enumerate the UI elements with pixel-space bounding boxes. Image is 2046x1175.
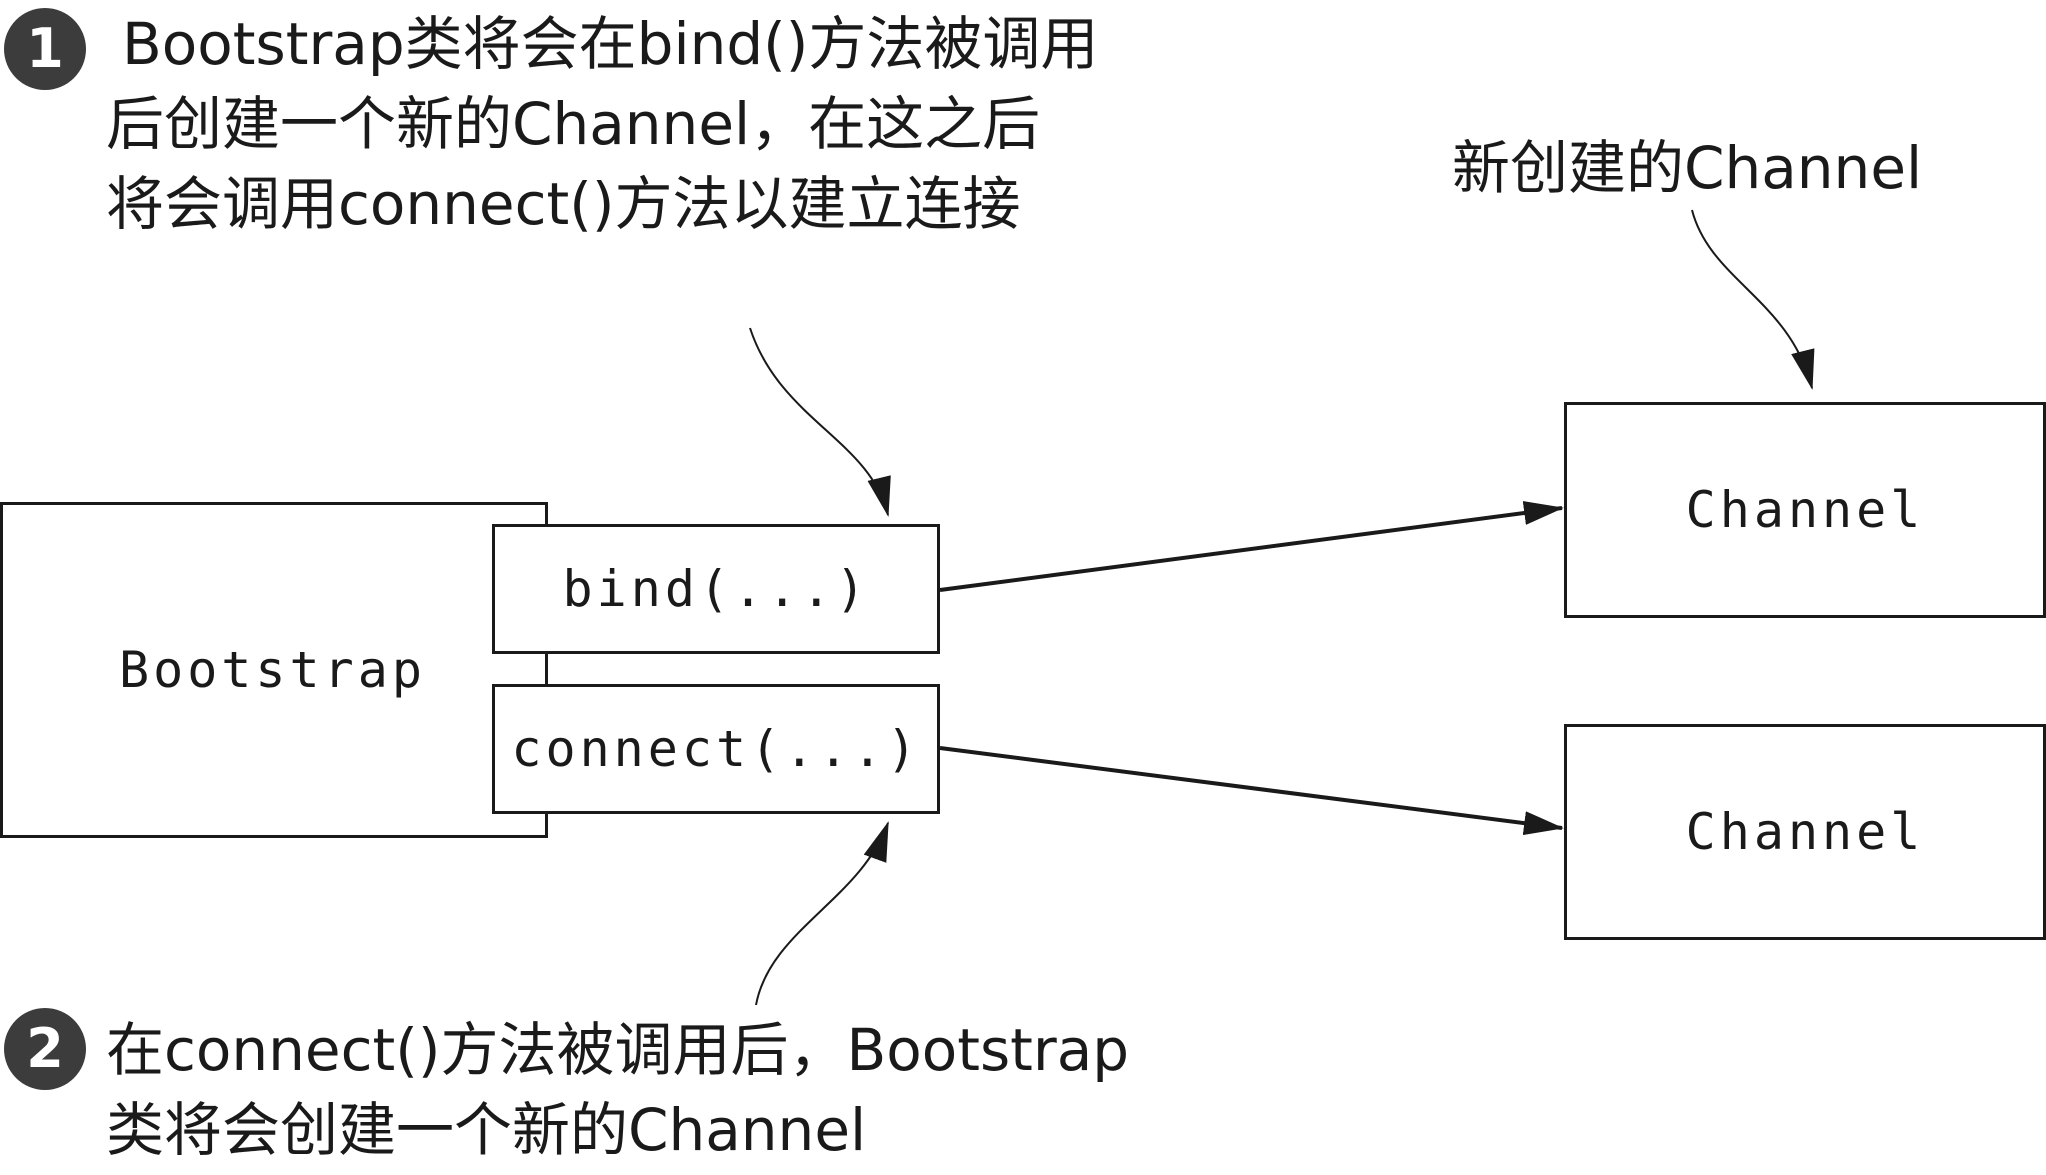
channel-box-bottom: Channel bbox=[1564, 724, 2046, 940]
channel-bottom-label: Channel bbox=[1685, 803, 1925, 861]
channel-top-label: Channel bbox=[1685, 481, 1925, 539]
channel-box-top: Channel bbox=[1564, 402, 2046, 618]
bind-method-box: bind(...) bbox=[492, 524, 940, 654]
callout-1-line-2: 后创建一个新的Channel，在这之后 bbox=[106, 90, 1041, 158]
new-channel-label: 新创建的Channel bbox=[1452, 134, 1923, 202]
bootstrap-label: Bootstrap bbox=[119, 641, 426, 699]
callout-2-text: 在connect()方法被调用后，Bootstrap 类将会创建一个新的Chan… bbox=[106, 1010, 1129, 1170]
bootstrap-box: Bootstrap bbox=[0, 502, 548, 838]
callout-1-text: Bootstrap类将会在bind()方法被调用 后创建一个新的Channel，… bbox=[106, 4, 1098, 244]
bind-to-channel-arrow bbox=[939, 501, 1564, 592]
callout-1-line-3: 将会调用connect()方法以建立连接 bbox=[106, 170, 1021, 238]
callout-1-pointer bbox=[749, 327, 891, 517]
connect-method-box: connect(...) bbox=[492, 684, 940, 814]
callout-1-line-1: Bootstrap类将会在bind()方法被调用 bbox=[122, 10, 1099, 78]
connect-to-channel-arrow bbox=[939, 746, 1564, 836]
callout-2-pointer bbox=[755, 821, 889, 1006]
connect-method-label: connect(...) bbox=[511, 720, 921, 778]
callout-2-line-1: 在connect()方法被调用后，Bootstrap bbox=[106, 1016, 1130, 1084]
callout-2-line-2: 类将会创建一个新的Channel bbox=[106, 1096, 867, 1164]
callout-1-number-badge: 1 bbox=[4, 8, 86, 90]
bind-method-label: bind(...) bbox=[562, 560, 870, 618]
callout-2-number-badge: 2 bbox=[4, 1008, 86, 1090]
new-channel-pointer bbox=[1691, 209, 1815, 390]
